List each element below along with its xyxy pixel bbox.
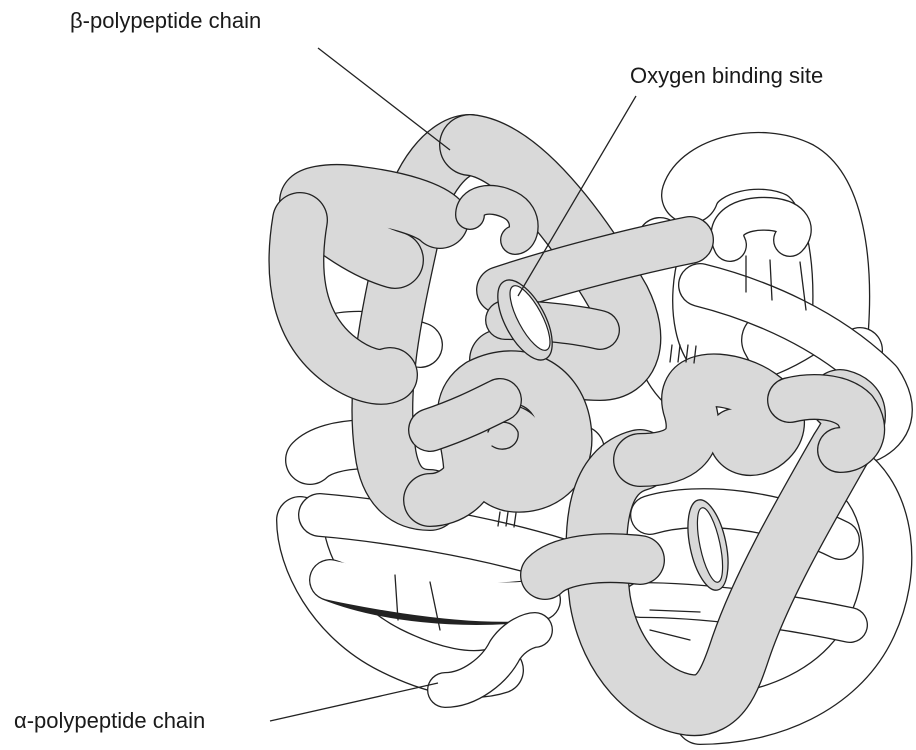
- oxygen-site-label: Oxygen binding site: [630, 63, 823, 88]
- beta-chain-label: β-polypeptide chain: [70, 8, 261, 33]
- beta-chain-label-group: β-polypeptide chain: [70, 8, 450, 150]
- alpha-chain-label-group: α-polypeptide chain: [14, 683, 438, 733]
- alpha-chain-label: α-polypeptide chain: [14, 708, 205, 733]
- beta-chain-leader: [318, 48, 450, 150]
- alpha-chain-leader: [270, 683, 438, 721]
